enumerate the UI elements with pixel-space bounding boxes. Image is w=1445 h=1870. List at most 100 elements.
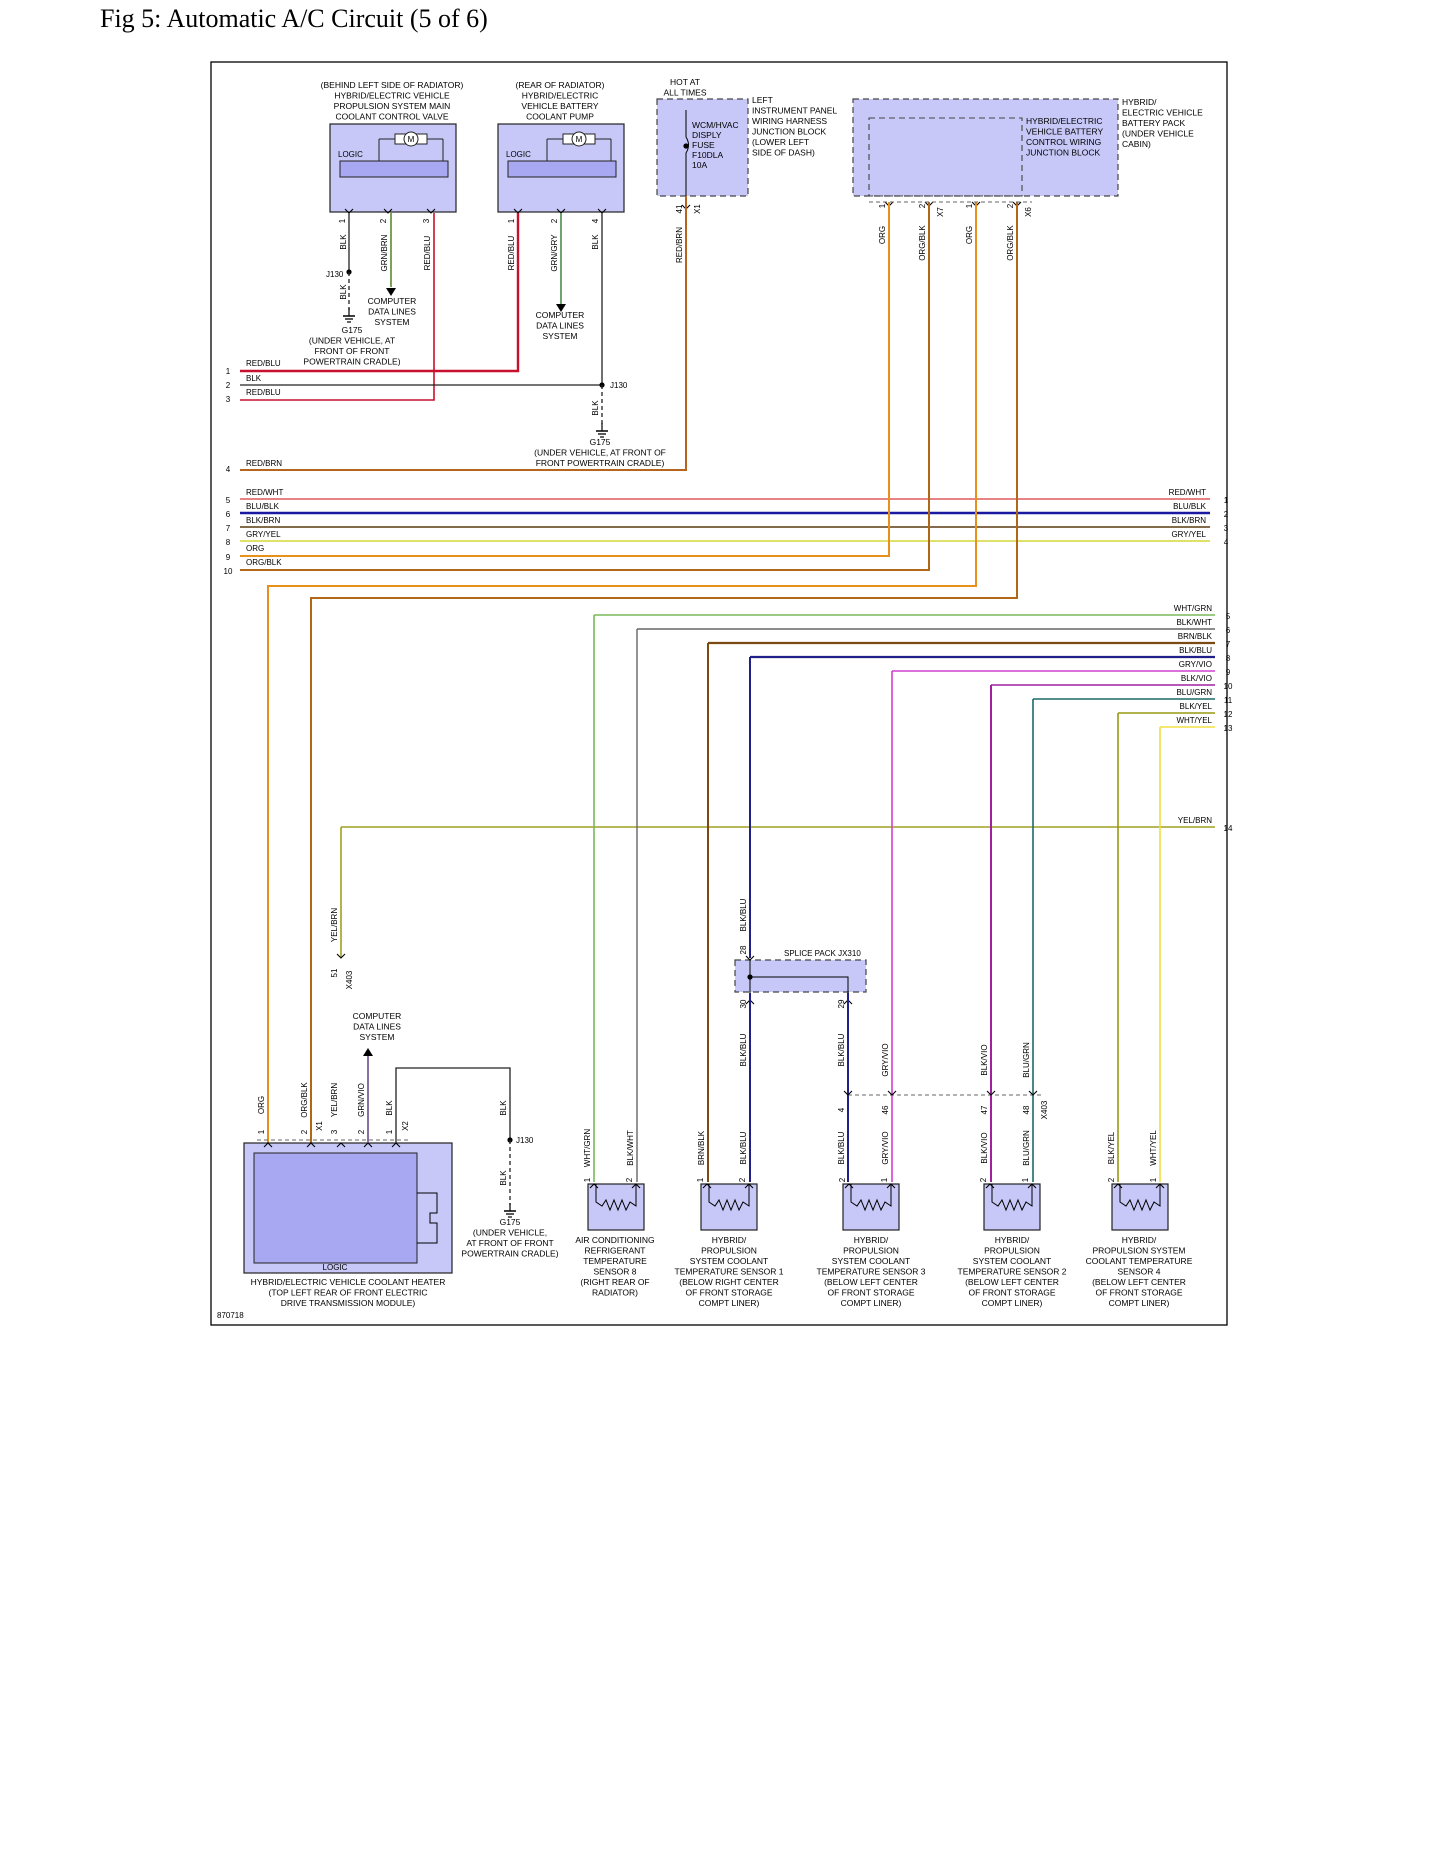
bus-wire-label: BLU/BLK: [1173, 502, 1207, 511]
sensor-body: [700, 1183, 758, 1231]
bus-wire-label: BRN/BLK: [1178, 632, 1213, 641]
pin-number: 30: [739, 999, 748, 1008]
bus-pin-number: 9: [226, 553, 231, 562]
air-conditioning-refrigerant-sensor-8-label: SENSOR 8: [594, 1267, 637, 1277]
arrow-down-icon: [386, 288, 396, 296]
logic-label: LOGIC: [506, 150, 531, 159]
splice-label: SPLICE PACK JX310: [784, 949, 861, 958]
coolant-temperature-sensor-2-label: TEMPERATURE SENSOR 2: [958, 1267, 1067, 1277]
ipjb-title: WIRING HARNESS: [752, 116, 827, 126]
pin-number: X2: [401, 1121, 410, 1131]
pin-number: 46: [881, 1105, 890, 1114]
motor-label: M: [576, 135, 583, 144]
battery-pack-title: ELECTRIC VEHICLE: [1122, 108, 1203, 118]
bus-pin-number: 10: [1224, 682, 1233, 691]
ground-g175-b: [596, 423, 608, 438]
bus-wire-label: BLK/BRN: [246, 516, 280, 525]
pin-number: 3: [330, 1129, 339, 1134]
air-conditioning-refrigerant-sensor-8-label: (RIGHT REAR OF: [580, 1277, 649, 1287]
pin-number: 1: [338, 218, 347, 223]
coolant-temperature-sensor-2: [983, 1183, 1041, 1231]
connector-chevron: [263, 1142, 273, 1148]
wire-color-label: GRN/GRY: [550, 234, 559, 272]
wire-color-label: BLK/VIO: [980, 1132, 989, 1163]
ipjb-title: INSTRUMENT PANEL: [752, 106, 837, 116]
bus-wire-label: BLK/WHT: [1176, 618, 1212, 627]
computer-data-lines-a: DATA LINES: [368, 307, 416, 317]
g175-c-label: (UNDER VEHICLE,: [473, 1228, 547, 1238]
bcw-title: VEHICLE BATTERY: [1026, 127, 1103, 137]
pin-number: 2: [838, 1177, 847, 1182]
coolant-temperature-sensor-3-label: SYSTEM COOLANT: [832, 1256, 910, 1266]
coolant-temperature-sensor-2-label: (BELOW LEFT CENTER: [965, 1277, 1059, 1287]
heater-title: DRIVE TRANSMISSION MODULE): [281, 1298, 416, 1308]
pin-number: 28: [739, 945, 748, 954]
bus-pin-number: 14: [1224, 824, 1233, 833]
connector-chevron: [986, 1090, 996, 1096]
thermistor-icon: [595, 1184, 637, 1212]
bus-wire-label: WHT/YEL: [1176, 716, 1212, 725]
coolant-temperature-sensor-1-label: TEMPERATURE SENSOR 1: [675, 1267, 784, 1277]
wire-color-label: BLK: [591, 234, 600, 250]
pin-number: 2: [1006, 203, 1015, 208]
coolant-temperature-sensor-3-label: TEMPERATURE SENSOR 3: [817, 1267, 926, 1277]
coolant-temperature-sensor-2-label: PROPULSION: [984, 1246, 1040, 1256]
ipjb-title: (LOWER LEFT: [752, 137, 809, 147]
bus-wire-label: GRY/YEL: [246, 530, 281, 539]
j130-label: J130: [610, 381, 628, 390]
fuse-label: FUSE: [692, 140, 715, 150]
junction-block-outline: [868, 117, 1023, 197]
wire-color-label: ORG: [878, 226, 887, 244]
pin-number: 1: [385, 1129, 394, 1134]
pin-number: 2: [379, 218, 388, 223]
coolant-temperature-sensor-4: [1111, 1183, 1169, 1231]
j130-label: J130: [326, 270, 344, 279]
arrow-up-icon: [363, 1048, 373, 1056]
coolant-temperature-sensor-3-label: PROPULSION: [843, 1246, 899, 1256]
coolant-temperature-sensor-3-label: (BELOW LEFT CENTER: [824, 1277, 918, 1287]
connector-chevron: [426, 208, 436, 214]
bus-wire-label: GRY/VIO: [1179, 660, 1212, 669]
bus-pin-number: 8: [226, 538, 231, 547]
fuse-label: WCM/HVAC: [692, 120, 739, 130]
bus-pin-number: 4: [1224, 538, 1229, 547]
pin-number: X403: [1040, 1100, 1049, 1119]
heater-title: (TOP LEFT REAR OF FRONT ELECTRIC: [268, 1288, 427, 1298]
battery-pack-title: (UNDER VEHICLE: [1122, 129, 1194, 139]
connector-chevron: [702, 1183, 712, 1189]
connector-chevron: [844, 1183, 854, 1189]
bus-pin-number: 4: [226, 465, 231, 474]
valve-title: HYBRID/ELECTRIC VEHICLE: [334, 91, 450, 101]
computer-data-lines-c: COMPUTER: [353, 1011, 402, 1021]
connector-chevron: [589, 1183, 599, 1189]
sensor-body: [983, 1183, 1041, 1231]
pin-number: X1: [693, 204, 702, 214]
ipjb-title: SIDE OF DASH): [752, 148, 815, 158]
pin-number: 2: [550, 218, 559, 223]
valve-title: PROPULSION SYSTEM MAIN: [334, 101, 451, 111]
connector-chevron: [1027, 1183, 1037, 1189]
wire-blk-2: [240, 213, 603, 386]
bcw-title: HYBRID/ELECTRIC: [1026, 116, 1103, 126]
wire-org-heater: [267, 202, 977, 1143]
motor-icon: M: [379, 131, 443, 147]
computer-data-lines-b: DATA LINES: [536, 321, 584, 331]
wire-color-label: YEL/BRN: [330, 1083, 339, 1117]
hot-at-all-times: ALL TIMES: [664, 88, 707, 98]
splice-bus: [750, 976, 849, 993]
connector-chevron: [336, 953, 346, 959]
bus-pin-number: 8: [1226, 654, 1231, 663]
coolant-temperature-sensor-4-label: PROPULSION SYSTEM: [1092, 1246, 1185, 1256]
motor-label: M: [408, 135, 415, 144]
pin-number: 41: [675, 204, 684, 213]
motor-icon: M: [547, 131, 611, 147]
bus-wire-label: RED/WHT: [246, 488, 283, 497]
wire-color-label: BLK/BLU: [837, 1131, 846, 1164]
ground-g175-a: [343, 308, 355, 323]
computer-data-lines-b: SYSTEM: [543, 331, 578, 341]
wire-color-label: RED/BLU: [423, 235, 432, 270]
pin-number: 1: [583, 1177, 592, 1182]
bus-wire-label: BLK/BRN: [1172, 516, 1206, 525]
pin-number: 1: [1149, 1177, 1158, 1182]
